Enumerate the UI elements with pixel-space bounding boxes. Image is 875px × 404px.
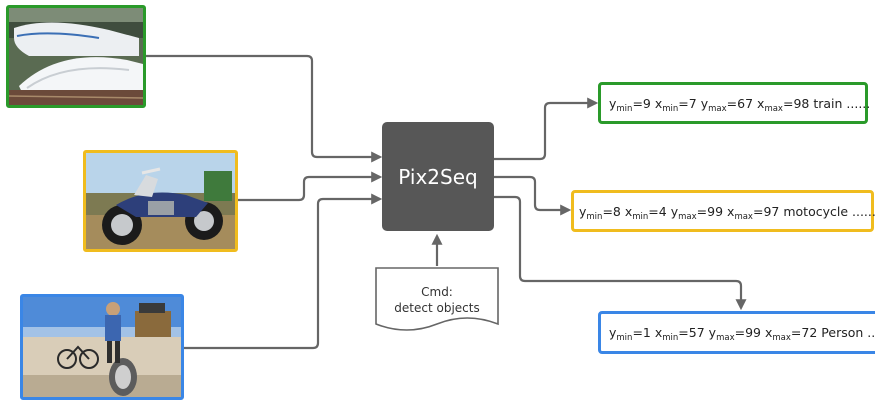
model-label: Pix2Seq (398, 164, 478, 189)
output-sequence: ymin=1 xmin=57 ymax=99 xmax=72 Person ..… (609, 325, 875, 342)
connector-model-to-bike-output (494, 195, 747, 311)
connector-train-to-model (146, 54, 383, 163)
output-sequence: ymin=8 xmin=4 ymax=99 xmax=97 motocycle … (579, 203, 875, 222)
output-box-train: ymin=9 xmin=7 ymax=67 xmax=98 train ....… (598, 82, 871, 124)
person-bicycle-image (20, 294, 184, 400)
pix2seq-model-block: Pix2Seq (382, 122, 494, 231)
output-sequence: ymin=9 xmin=7 ymax=67 xmax=98 train ....… (609, 95, 871, 114)
output-class-label: Person ...... (821, 325, 875, 340)
connector-moto-to-model (238, 171, 383, 202)
output-box-motorcycle: ymin=8 xmin=4 ymax=99 xmax=97 motocycle … (571, 190, 875, 232)
output-class-label: motocycle ...... (783, 203, 875, 219)
output-box-person: ymin=1 xmin=57 ymax=99 xmax=72 Person ..… (598, 311, 875, 354)
command-text: detect objects (394, 301, 480, 315)
connector-bike-to-model (184, 193, 383, 350)
command-document: Cmd: detect objects (373, 262, 501, 334)
connector-model-to-train-output (494, 97, 599, 161)
train-image (6, 5, 146, 108)
document-shape (375, 267, 499, 331)
output-class-label: train ...... (813, 95, 871, 111)
motorcycle-image (83, 150, 238, 252)
connector-model-to-moto-output (494, 175, 572, 216)
command-label: Cmd: (421, 285, 453, 299)
